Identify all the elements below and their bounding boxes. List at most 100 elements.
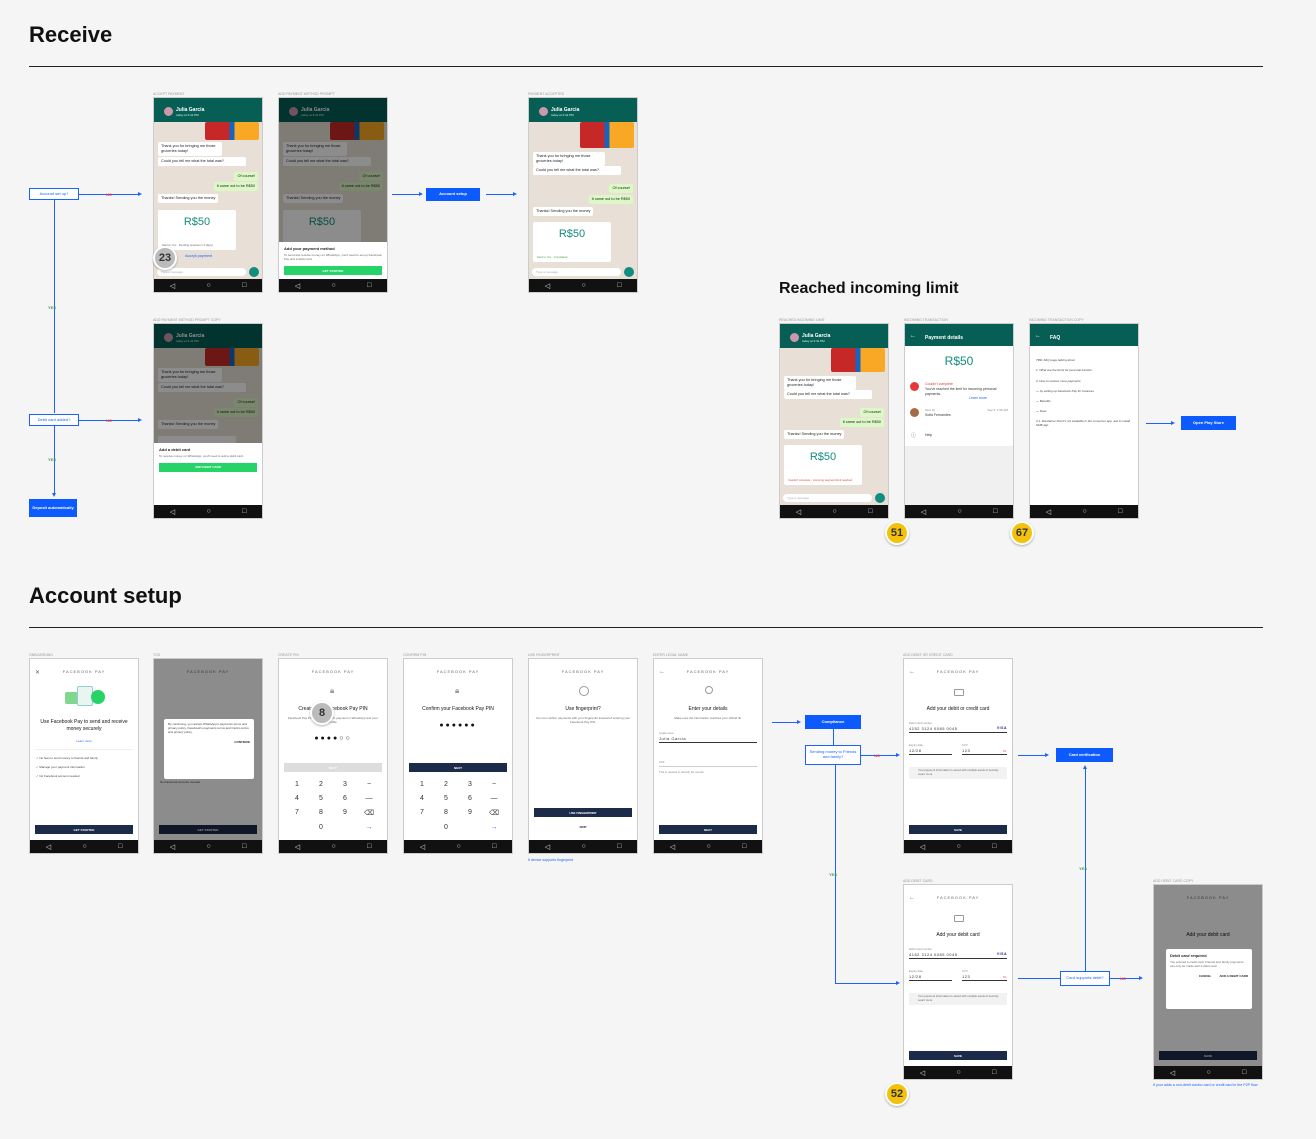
home-icon[interactable]: ○ xyxy=(456,843,461,850)
back-icon[interactable]: ◁ xyxy=(919,843,926,851)
back-icon[interactable]: ◁ xyxy=(294,843,301,851)
skip-button[interactable]: SKIP xyxy=(579,825,587,829)
home-icon[interactable]: ○ xyxy=(331,282,336,289)
back-icon[interactable]: ◁ xyxy=(795,508,802,516)
expiry-input[interactable]: 12/28 xyxy=(909,974,952,981)
get-started-button[interactable]: GET STARTED xyxy=(159,825,257,834)
key[interactable]: 6 xyxy=(343,795,347,802)
back-arrow-icon[interactable]: ← xyxy=(909,895,915,901)
home-icon[interactable]: ○ xyxy=(832,508,837,515)
key[interactable]: 8 xyxy=(319,809,323,816)
submit-icon[interactable]: → xyxy=(490,824,498,831)
back-icon[interactable]: ◁ xyxy=(169,282,176,290)
back-icon[interactable]: ◁ xyxy=(669,843,676,851)
add-debit-card-button[interactable]: ADD DEBIT CARD xyxy=(159,462,257,472)
key[interactable]: 1 xyxy=(295,781,299,788)
mic-icon[interactable] xyxy=(249,267,259,277)
message-input[interactable]: Type a message xyxy=(783,494,872,502)
back-icon[interactable]: ◁ xyxy=(419,843,426,851)
back-icon[interactable]: ◁ xyxy=(544,282,551,290)
back-arrow-icon[interactable]: ← xyxy=(659,669,665,675)
use-fingerprint-button[interactable]: USE FINGERPRINT xyxy=(534,808,632,817)
home-icon[interactable]: ○ xyxy=(1206,1069,1211,1076)
recents-icon[interactable]: □ xyxy=(742,843,747,850)
close-icon[interactable]: ✕ xyxy=(35,670,41,676)
home-icon[interactable]: ○ xyxy=(956,1069,961,1076)
legal-name-input[interactable]: Julia Garcia xyxy=(659,736,757,743)
key[interactable]: 7 xyxy=(420,809,424,816)
submit-icon[interactable]: → xyxy=(365,824,373,831)
key[interactable]: — xyxy=(365,795,373,802)
next-button[interactable]: NEXT xyxy=(659,825,757,834)
home-icon[interactable]: ○ xyxy=(206,508,211,515)
key[interactable]: 5 xyxy=(444,795,448,802)
home-icon[interactable]: ○ xyxy=(581,843,586,850)
get-started-button[interactable]: GET STARTED xyxy=(284,266,382,275)
back-icon[interactable]: ◁ xyxy=(45,843,52,851)
home-icon[interactable]: ○ xyxy=(206,843,211,850)
key[interactable] xyxy=(333,824,357,831)
key[interactable]: — xyxy=(490,795,498,802)
cvv-input[interactable]: 123▭ xyxy=(962,748,1007,755)
home-icon[interactable]: ○ xyxy=(206,282,211,289)
back-icon[interactable]: ◁ xyxy=(1169,1069,1176,1077)
recents-icon[interactable]: □ xyxy=(1242,1069,1247,1076)
recents-icon[interactable]: □ xyxy=(992,843,997,850)
save-button[interactable]: SAVE xyxy=(1159,1051,1257,1060)
back-icon[interactable]: ◁ xyxy=(919,1069,926,1077)
home-icon[interactable]: ○ xyxy=(581,282,586,289)
next-button[interactable]: NEXT xyxy=(409,763,507,772)
mic-icon[interactable] xyxy=(624,267,634,277)
back-icon[interactable]: ◁ xyxy=(544,843,551,851)
mic-icon[interactable] xyxy=(875,493,885,503)
get-started-button[interactable]: GET STARTED xyxy=(35,825,133,834)
key[interactable]: − xyxy=(366,781,372,788)
recents-icon[interactable]: □ xyxy=(993,508,998,515)
home-icon[interactable]: ○ xyxy=(706,843,711,850)
help-row[interactable]: ⓘ Help xyxy=(905,428,1013,444)
message-input[interactable]: Type a message xyxy=(532,268,621,276)
key[interactable]: 2 xyxy=(444,781,448,788)
save-button[interactable]: SAVE xyxy=(909,1051,1007,1060)
key[interactable] xyxy=(458,824,482,831)
key[interactable]: 4 xyxy=(420,795,424,802)
backspace-icon[interactable]: ⌫ xyxy=(364,810,374,817)
key[interactable] xyxy=(410,824,434,831)
recents-icon[interactable]: □ xyxy=(367,282,372,289)
continue-button[interactable]: CONTINUE xyxy=(234,739,250,744)
key[interactable]: 0 xyxy=(319,824,323,831)
key[interactable]: 3 xyxy=(343,781,347,788)
recents-icon[interactable]: □ xyxy=(992,1069,997,1076)
key[interactable]: 3 xyxy=(468,781,472,788)
recents-icon[interactable]: □ xyxy=(118,843,123,850)
recents-icon[interactable]: □ xyxy=(242,282,247,289)
add-debit-card-button[interactable]: ADD A DEBIT CARD xyxy=(1219,973,1248,978)
key[interactable]: 4 xyxy=(295,795,299,802)
key[interactable]: 0 xyxy=(444,824,448,831)
expiry-input[interactable]: 12/28 xyxy=(909,748,952,755)
next-button[interactable]: NEXT xyxy=(284,763,382,772)
back-icon[interactable]: ◁ xyxy=(169,508,176,516)
back-icon[interactable]: ◁ xyxy=(920,508,927,516)
key[interactable]: 9 xyxy=(468,809,472,816)
key[interactable]: 1 xyxy=(420,781,424,788)
home-icon[interactable]: ○ xyxy=(956,843,961,850)
back-arrow-icon[interactable]: ← xyxy=(910,333,916,339)
home-icon[interactable]: ○ xyxy=(82,843,87,850)
key[interactable]: 9 xyxy=(343,809,347,816)
recents-icon[interactable]: □ xyxy=(242,508,247,515)
message-input[interactable]: Type a message xyxy=(157,268,246,276)
recents-icon[interactable]: □ xyxy=(617,282,622,289)
back-icon[interactable]: ◁ xyxy=(1045,508,1052,516)
recents-icon[interactable]: □ xyxy=(367,843,372,850)
backspace-icon[interactable]: ⌫ xyxy=(489,810,499,817)
back-icon[interactable]: ◁ xyxy=(294,282,301,290)
key[interactable]: 7 xyxy=(295,809,299,816)
recents-icon[interactable]: □ xyxy=(492,843,497,850)
back-arrow-icon[interactable]: ← xyxy=(1035,333,1041,339)
recents-icon[interactable]: □ xyxy=(1118,508,1123,515)
